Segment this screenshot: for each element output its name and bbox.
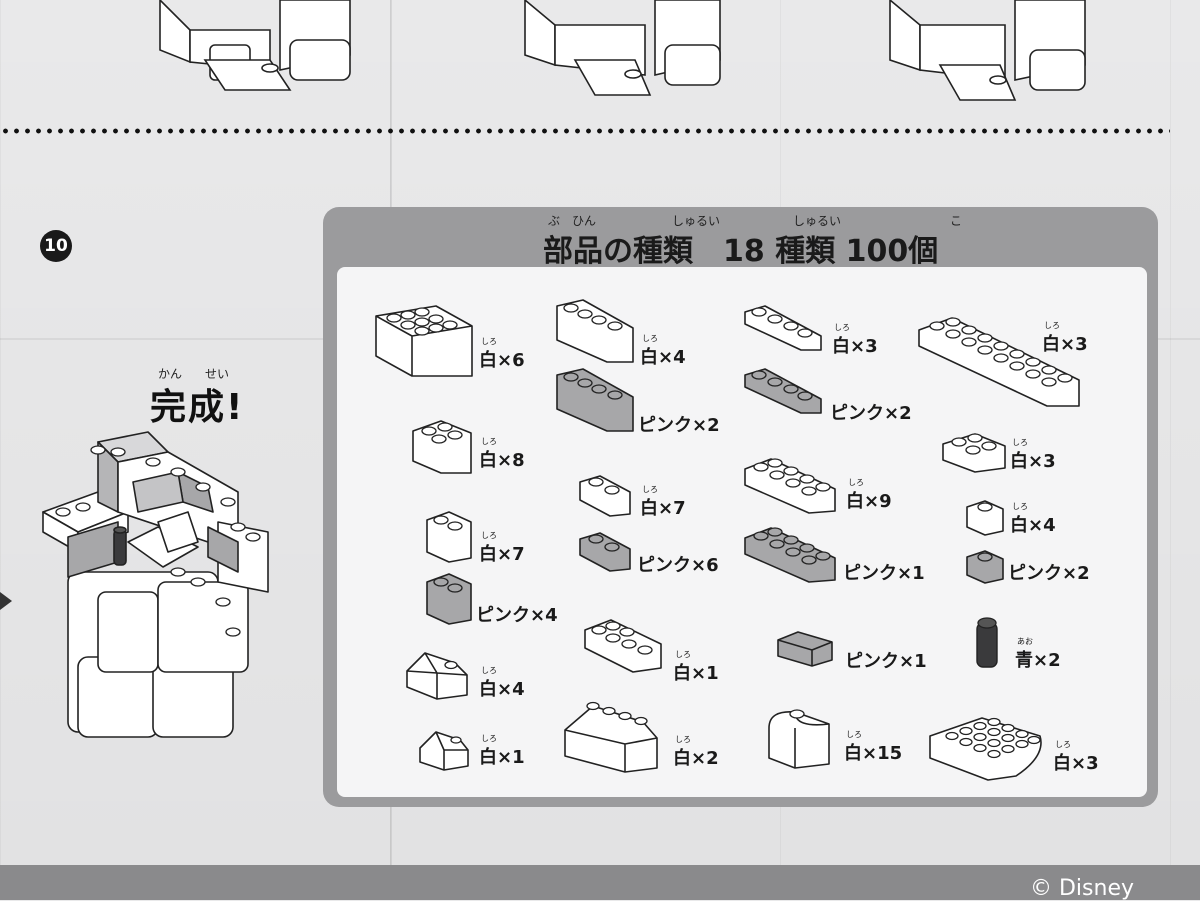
- part-label: しろ白×3: [1010, 438, 1056, 472]
- part-label: しろ白×1: [479, 734, 525, 768]
- part-label: しろ白×8: [479, 437, 525, 471]
- plate-2x4-white: [744, 458, 836, 514]
- part-label: しろ白×9: [846, 478, 892, 512]
- part-label: しろ白×3: [832, 323, 878, 357]
- part-label: しろ白×7: [640, 485, 686, 519]
- plate-2x4-pink: [744, 527, 836, 583]
- part-label: ピンク×1: [843, 563, 925, 584]
- part-label: あお青×2: [1015, 637, 1061, 671]
- plate-1x2-white: [579, 475, 631, 517]
- step-number-badge: 10: [40, 230, 72, 262]
- footer-bar: [0, 865, 1200, 900]
- complete-heading: 完成!: [150, 387, 245, 428]
- plate-1x4-pink: [744, 368, 822, 414]
- brick-1x4-pink: [556, 368, 634, 432]
- brick-1x2-white: [426, 511, 472, 563]
- brick-1x1-white: [966, 500, 1004, 536]
- ruby-sei: せい: [205, 367, 230, 381]
- part-label: ピンク×4: [476, 605, 558, 626]
- part-label: しろ白×3: [1053, 740, 1099, 774]
- brick-1x2-pink: [426, 573, 472, 625]
- parts-panel-title: 部品の種類 18 種類 100個: [543, 234, 939, 269]
- completed-model: [42, 431, 269, 738]
- part-label: しろ白×4: [640, 334, 686, 368]
- title-ruby-ko: こ: [950, 214, 963, 228]
- top-model-2: [524, 0, 721, 96]
- part-label: しろ白×15: [844, 730, 903, 764]
- part-label: ピンク×1: [845, 651, 927, 672]
- dotted-separator: [0, 127, 1170, 135]
- plate-1x4-white: [744, 305, 822, 351]
- part-label: ピンク×2: [638, 415, 720, 436]
- top-model-1: [159, 0, 351, 91]
- roof-2x2-white: [406, 652, 468, 700]
- part-label: ピンク×2: [830, 403, 912, 424]
- part-label: しろ白×7: [479, 531, 525, 565]
- brick-1x4-white: [556, 299, 634, 363]
- ruby-kan: かん: [158, 367, 183, 381]
- part-label: しろ白×4: [479, 666, 525, 700]
- part-label: しろ白×4: [1010, 502, 1056, 536]
- brick-1x1-pink: [966, 550, 1004, 584]
- part-label: ピンク×2: [1008, 563, 1090, 584]
- title-ruby-buhin: ぶ ひん: [548, 214, 597, 228]
- slope-2x4-white: [564, 701, 658, 773]
- part-label: しろ白×2: [673, 735, 719, 769]
- plate-1x2-pink: [579, 532, 631, 572]
- plate-2x8-white: [918, 317, 1080, 407]
- plate-2x2-white: [942, 433, 1006, 473]
- part-label: ピンク×6: [637, 555, 719, 576]
- title-ruby-shurui1: しゅるい: [672, 214, 721, 228]
- tile-pink: [777, 631, 833, 667]
- arrow-icon: [0, 592, 12, 610]
- plate-corner-white: [584, 619, 662, 673]
- brick-2x4-white: [375, 305, 473, 377]
- roof-1x1-white: [419, 731, 469, 771]
- title-ruby-shurui2: しゅるい: [793, 214, 842, 228]
- part-label: しろ白×1: [673, 650, 719, 684]
- top-model-3: [889, 0, 1086, 101]
- brick-2x2-white: [412, 420, 472, 474]
- part-label: しろ白×3: [1042, 321, 1088, 355]
- copyright-text: © Disney: [1030, 876, 1135, 901]
- round-plate-white: [929, 717, 1042, 781]
- curved-brick-white: [768, 709, 830, 769]
- brick-round-blue: [976, 617, 998, 668]
- part-label: しろ白×6: [479, 337, 525, 371]
